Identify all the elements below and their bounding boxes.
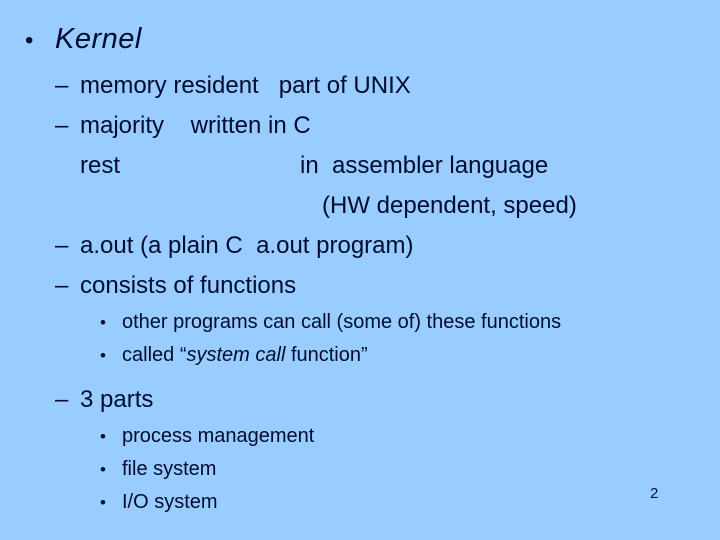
dash-line: –a.out (a plain C a.out program): [55, 226, 720, 266]
line-text: (HW dependent, speed): [322, 192, 577, 219]
line-text: rest in assembler language: [80, 152, 549, 179]
bullet-line: • other programs can call (some of) these…: [100, 306, 720, 339]
bullet-marker-icon: •: [100, 460, 106, 479]
bullet-marker-icon: •: [100, 493, 106, 512]
dash-marker-icon: –: [55, 386, 69, 413]
dash-line: –3 parts: [55, 380, 720, 420]
line-text: a.out (a plain C a.out program): [80, 232, 414, 259]
bullet-marker-icon: •: [100, 427, 106, 446]
dash-line: –memory resident part of UNIX: [55, 66, 720, 106]
bullet-marker-icon: •: [100, 346, 106, 365]
bullet-line: • Kernel: [25, 14, 720, 66]
bullet-line: • I/O system: [100, 486, 720, 519]
text-line: rest in assembler language: [80, 146, 720, 186]
line-text: 3 parts: [80, 386, 154, 413]
line-text: majority written in C: [80, 112, 311, 139]
slide-lines: •Kernel–memory resident part of UNIX–maj…: [0, 14, 720, 519]
dash-marker-icon: –: [55, 272, 69, 299]
text-line: (HW dependent, speed): [322, 186, 720, 226]
line-text: Kernel: [55, 23, 142, 55]
bullet-line: • process management: [100, 420, 720, 453]
bullet-line: • called “system call function”: [100, 339, 720, 372]
line-text: I/O system: [122, 491, 218, 513]
dash-marker-icon: –: [55, 232, 69, 259]
line-text: process management: [122, 425, 315, 447]
line-text: file system: [122, 458, 217, 480]
line-text: other programs can call (some of) these …: [122, 311, 562, 333]
bullet-line: • file system: [100, 453, 720, 486]
bullet-marker-icon: •: [25, 27, 34, 54]
line-text: called “system call function”: [122, 344, 368, 366]
dash-line: –majority written in C: [55, 106, 720, 146]
dash-marker-icon: –: [55, 72, 69, 99]
bullet-marker-icon: •: [100, 313, 106, 332]
dash-line: –consists of functions: [55, 266, 720, 306]
dash-marker-icon: –: [55, 112, 69, 139]
page-number: 2: [650, 485, 659, 502]
line-text: memory resident part of UNIX: [80, 72, 411, 99]
line-text: consists of functions: [80, 272, 297, 299]
